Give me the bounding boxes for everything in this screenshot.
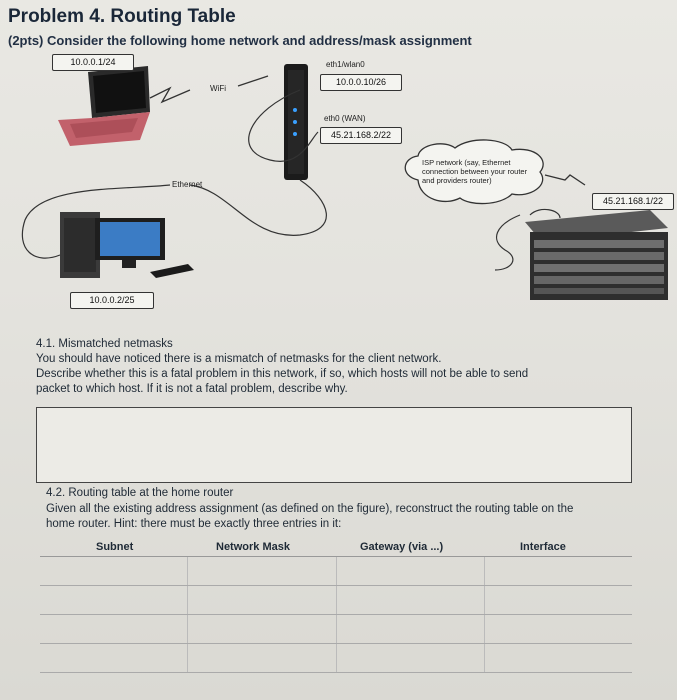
table-row[interactable] xyxy=(40,644,632,673)
ethernet-cable xyxy=(21,184,171,259)
q41-answer-box[interactable] xyxy=(36,407,632,483)
routing-table-header: Subnet Network Mask Gateway (via ...) In… xyxy=(40,538,632,557)
isp-cloud xyxy=(404,139,544,205)
desktop-pc-icon xyxy=(60,212,194,278)
q41-heading: 4.1. Mismatched netmasks xyxy=(36,338,173,350)
eth0-address-box: 45.21.168.2/22 xyxy=(320,127,402,144)
table-row[interactable] xyxy=(40,586,632,615)
table-row[interactable] xyxy=(40,615,632,644)
eth0-label: eth0 (WAN) xyxy=(324,114,366,123)
pc-address-box: 10.0.0.2/25 xyxy=(70,292,154,309)
problem-title: Problem 4. Routing Table xyxy=(8,6,236,27)
home-router-icon xyxy=(284,64,308,180)
eth1-label: eth1/wlan0 xyxy=(326,60,365,69)
isp-router-address-box: 45.21.168.1/22 xyxy=(592,193,674,210)
isp-network-note: ISP network (say, Ethernet connection be… xyxy=(422,158,528,185)
network-diagram xyxy=(21,64,668,300)
q42-line-2: home router. Hint: there must be exactly… xyxy=(46,518,342,530)
q41-line-1: You should have noticed there is a misma… xyxy=(36,353,442,365)
q42-line-1: Given all the existing address assignmen… xyxy=(46,503,574,515)
laptop-icon xyxy=(58,66,150,146)
wifi-label: WiFi xyxy=(210,84,226,93)
column-interface: Interface xyxy=(520,541,566,553)
table-row[interactable] xyxy=(40,557,632,586)
ethernet-label: Ethernet xyxy=(172,180,203,189)
routing-table: Subnet Network Mask Gateway (via ...) In… xyxy=(40,538,632,673)
q41-line-2: Describe whether this is a fatal problem… xyxy=(36,368,529,380)
isp-router-icon xyxy=(525,210,668,300)
q42-heading: 4.2. Routing table at the home router xyxy=(46,487,234,499)
problem-subtitle: (2pts) Consider the following home netwo… xyxy=(8,33,472,48)
column-subnet: Subnet xyxy=(96,541,134,553)
wifi-link xyxy=(149,86,191,104)
column-gateway: Gateway (via ...) xyxy=(360,541,444,553)
laptop-address-box: 10.0.0.1/24 xyxy=(52,54,134,71)
column-network-mask: Network Mask xyxy=(216,541,290,553)
eth1-address-box: 10.0.0.10/26 xyxy=(320,74,402,91)
q41-line-3: packet to which host. If it is not a fat… xyxy=(36,383,348,395)
